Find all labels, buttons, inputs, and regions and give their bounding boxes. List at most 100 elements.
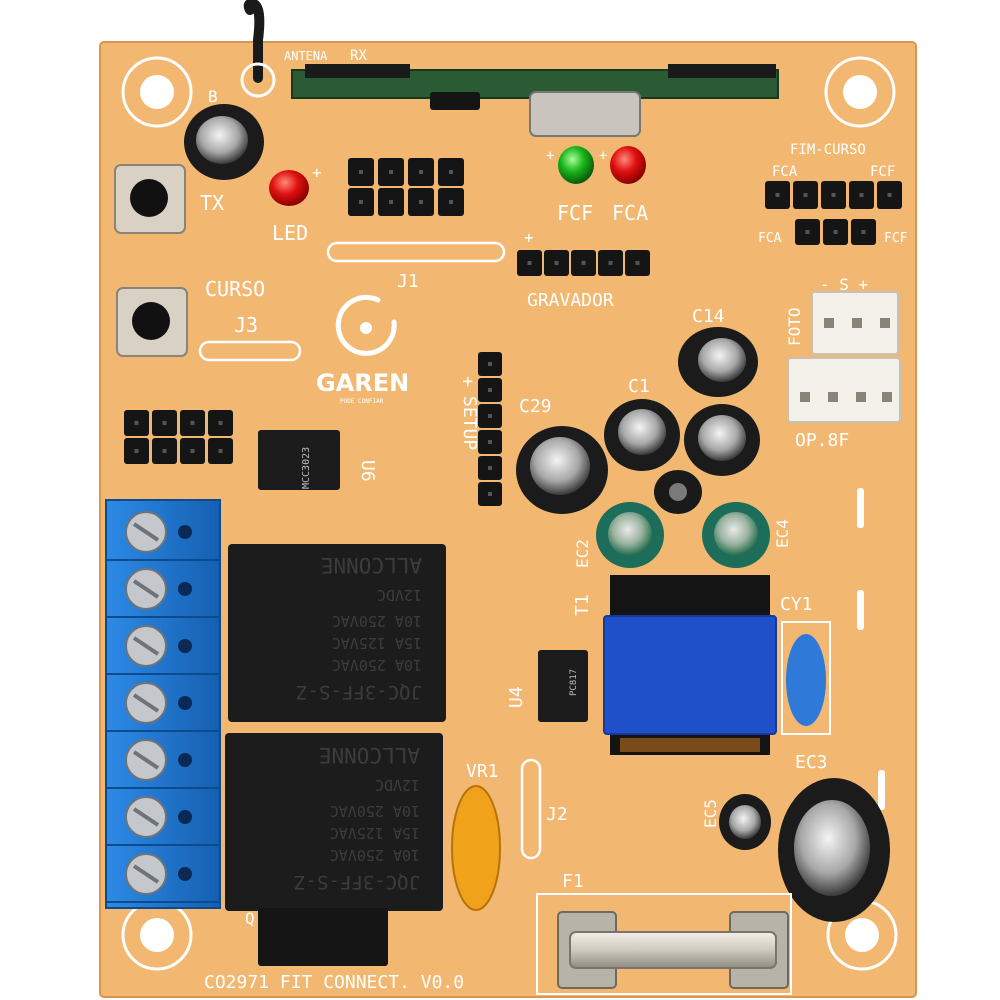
- fuse-f1: [557, 911, 789, 989]
- cy1-label: CY1: [780, 594, 813, 615]
- relay-1-text: 10A 250VAC: [332, 612, 422, 630]
- relay-2-text: 10A 250VAC: [330, 802, 420, 820]
- terminal-wire-hole: [178, 696, 192, 710]
- u6-label: U6: [357, 460, 378, 482]
- j1-label: J1: [397, 271, 419, 292]
- terminal-block[interactable]: [105, 499, 221, 909]
- inductor: [654, 470, 702, 514]
- j2-label: J2: [546, 804, 568, 825]
- terminal-wire-hole: [178, 810, 192, 824]
- foto-connector[interactable]: [811, 291, 899, 355]
- f1-label: F1: [562, 871, 584, 892]
- fca-plus: +: [599, 148, 607, 164]
- capacitor: [684, 404, 760, 476]
- fca-top-label: FCA: [772, 164, 798, 180]
- gravador-label: GRAVADOR: [527, 290, 614, 311]
- terminal-wire-hole: [178, 525, 192, 539]
- op8f-connector[interactable]: [787, 357, 901, 423]
- fim-curso-header-top[interactable]: [765, 181, 902, 209]
- mounting-hole: [824, 56, 896, 128]
- capacitor-cy1: [786, 634, 826, 726]
- foto-pins-label: - S +: [820, 275, 868, 294]
- transformer-t1: [603, 575, 777, 755]
- fim-curso-label: FIM-CURSO: [790, 142, 866, 158]
- c14-label: C14: [692, 306, 725, 327]
- u6-chip: MCC3023: [258, 430, 340, 490]
- relay-1-text: ALLCONNE: [321, 553, 422, 577]
- relay-1-text: 12VDC: [377, 586, 422, 604]
- brand-tagline: PODE CONFIAR: [340, 398, 384, 405]
- ec4-label: EC4: [773, 519, 792, 548]
- relay-2-text: JQC-3FF-S-Z: [294, 871, 420, 893]
- led-plus: +: [312, 163, 322, 182]
- ec2-label: EC2: [573, 539, 592, 568]
- gravador-header[interactable]: [517, 250, 650, 276]
- u4-chip: PC817: [538, 650, 588, 722]
- fca-label: FCA: [612, 201, 648, 225]
- capacitor-ec5: [719, 794, 771, 850]
- fcf-led: [558, 146, 594, 184]
- setup-header[interactable]: [478, 352, 502, 506]
- curso-label: CURSO: [205, 277, 265, 301]
- terminal-wire-hole: [178, 582, 192, 596]
- capacitor-ec4: [702, 502, 770, 568]
- terminal-wire-hole: [178, 753, 192, 767]
- capacitor: [184, 104, 264, 180]
- fcf-bottom-label: FCF: [884, 231, 908, 246]
- setup-label: SETUP: [459, 396, 480, 450]
- relay-1: JQC-3FF-S-Z 10A 250VAC 15A 125VAC 10A 25…: [228, 544, 446, 722]
- brand-name: GAREN: [316, 369, 409, 397]
- fca-led: [610, 146, 646, 184]
- capacitor-c14: [678, 327, 758, 397]
- fim-curso-header-bottom[interactable]: [795, 219, 876, 245]
- relay-2-text: 12VDC: [375, 776, 420, 794]
- curso-button[interactable]: [116, 287, 188, 357]
- vr1-label: VR1: [466, 761, 499, 782]
- gravador-plus: +: [524, 228, 534, 247]
- led-label: LED: [272, 221, 308, 245]
- fcf-plus: +: [546, 148, 554, 164]
- tx-button[interactable]: [114, 164, 186, 234]
- board-slots: [857, 488, 885, 810]
- mounting-hole: [121, 56, 193, 128]
- capacitor-c29: [516, 426, 608, 514]
- capacitor-ec2: [596, 502, 664, 568]
- foto-label: FOTO: [785, 307, 804, 346]
- u4-marking: PC817: [569, 669, 579, 696]
- left-jumper-header[interactable]: [124, 410, 233, 464]
- varistor-vr1: [451, 785, 501, 911]
- tx-label: TX: [200, 191, 224, 215]
- op8f-label: OP.8F: [795, 430, 849, 451]
- relay-1-text: 15A 125VAC: [332, 634, 422, 652]
- relay-2-text: ALLCONNE: [319, 743, 420, 767]
- relay-1-text: JQC-3FF-S-Z: [296, 681, 422, 703]
- j1-header[interactable]: [348, 158, 464, 216]
- terminal-wire-hole: [178, 639, 192, 653]
- q-label: Q: [245, 909, 255, 928]
- capacitor-c1: [604, 399, 680, 471]
- rx-label: RX: [350, 48, 367, 64]
- ec5-label: EC5: [701, 799, 720, 828]
- relay-2-text: 15A 125VAC: [330, 824, 420, 842]
- t1-label: T1: [572, 594, 593, 616]
- u6-marking: MCC3023: [301, 447, 312, 489]
- transistor-q: [258, 908, 388, 966]
- capacitor-ec3: [778, 778, 890, 922]
- relay-2: JQC-3FF-S-Z 10A 250VAC 15A 125VAC 10A 25…: [225, 733, 443, 911]
- setup-plus: +: [457, 376, 478, 387]
- b-label: B: [208, 87, 218, 106]
- j3-label: J3: [234, 313, 258, 337]
- rx-module: [291, 64, 779, 137]
- ec3-label: EC3: [795, 752, 828, 773]
- antenna-wire: [243, 0, 265, 83]
- terminal-wire-hole: [178, 867, 192, 881]
- garen-logo-icon: [335, 294, 397, 356]
- model-label: CO2971 FIT CONNECT. V0.0: [204, 972, 464, 993]
- led-red: [269, 170, 309, 206]
- antena-label: ANTENA: [284, 49, 328, 63]
- c1-label: C1: [628, 376, 650, 397]
- fcf-top-label: FCF: [870, 164, 895, 180]
- relay-1-text: 10A 250VAC: [332, 656, 422, 674]
- relay-2-text: 10A 250VAC: [330, 846, 420, 864]
